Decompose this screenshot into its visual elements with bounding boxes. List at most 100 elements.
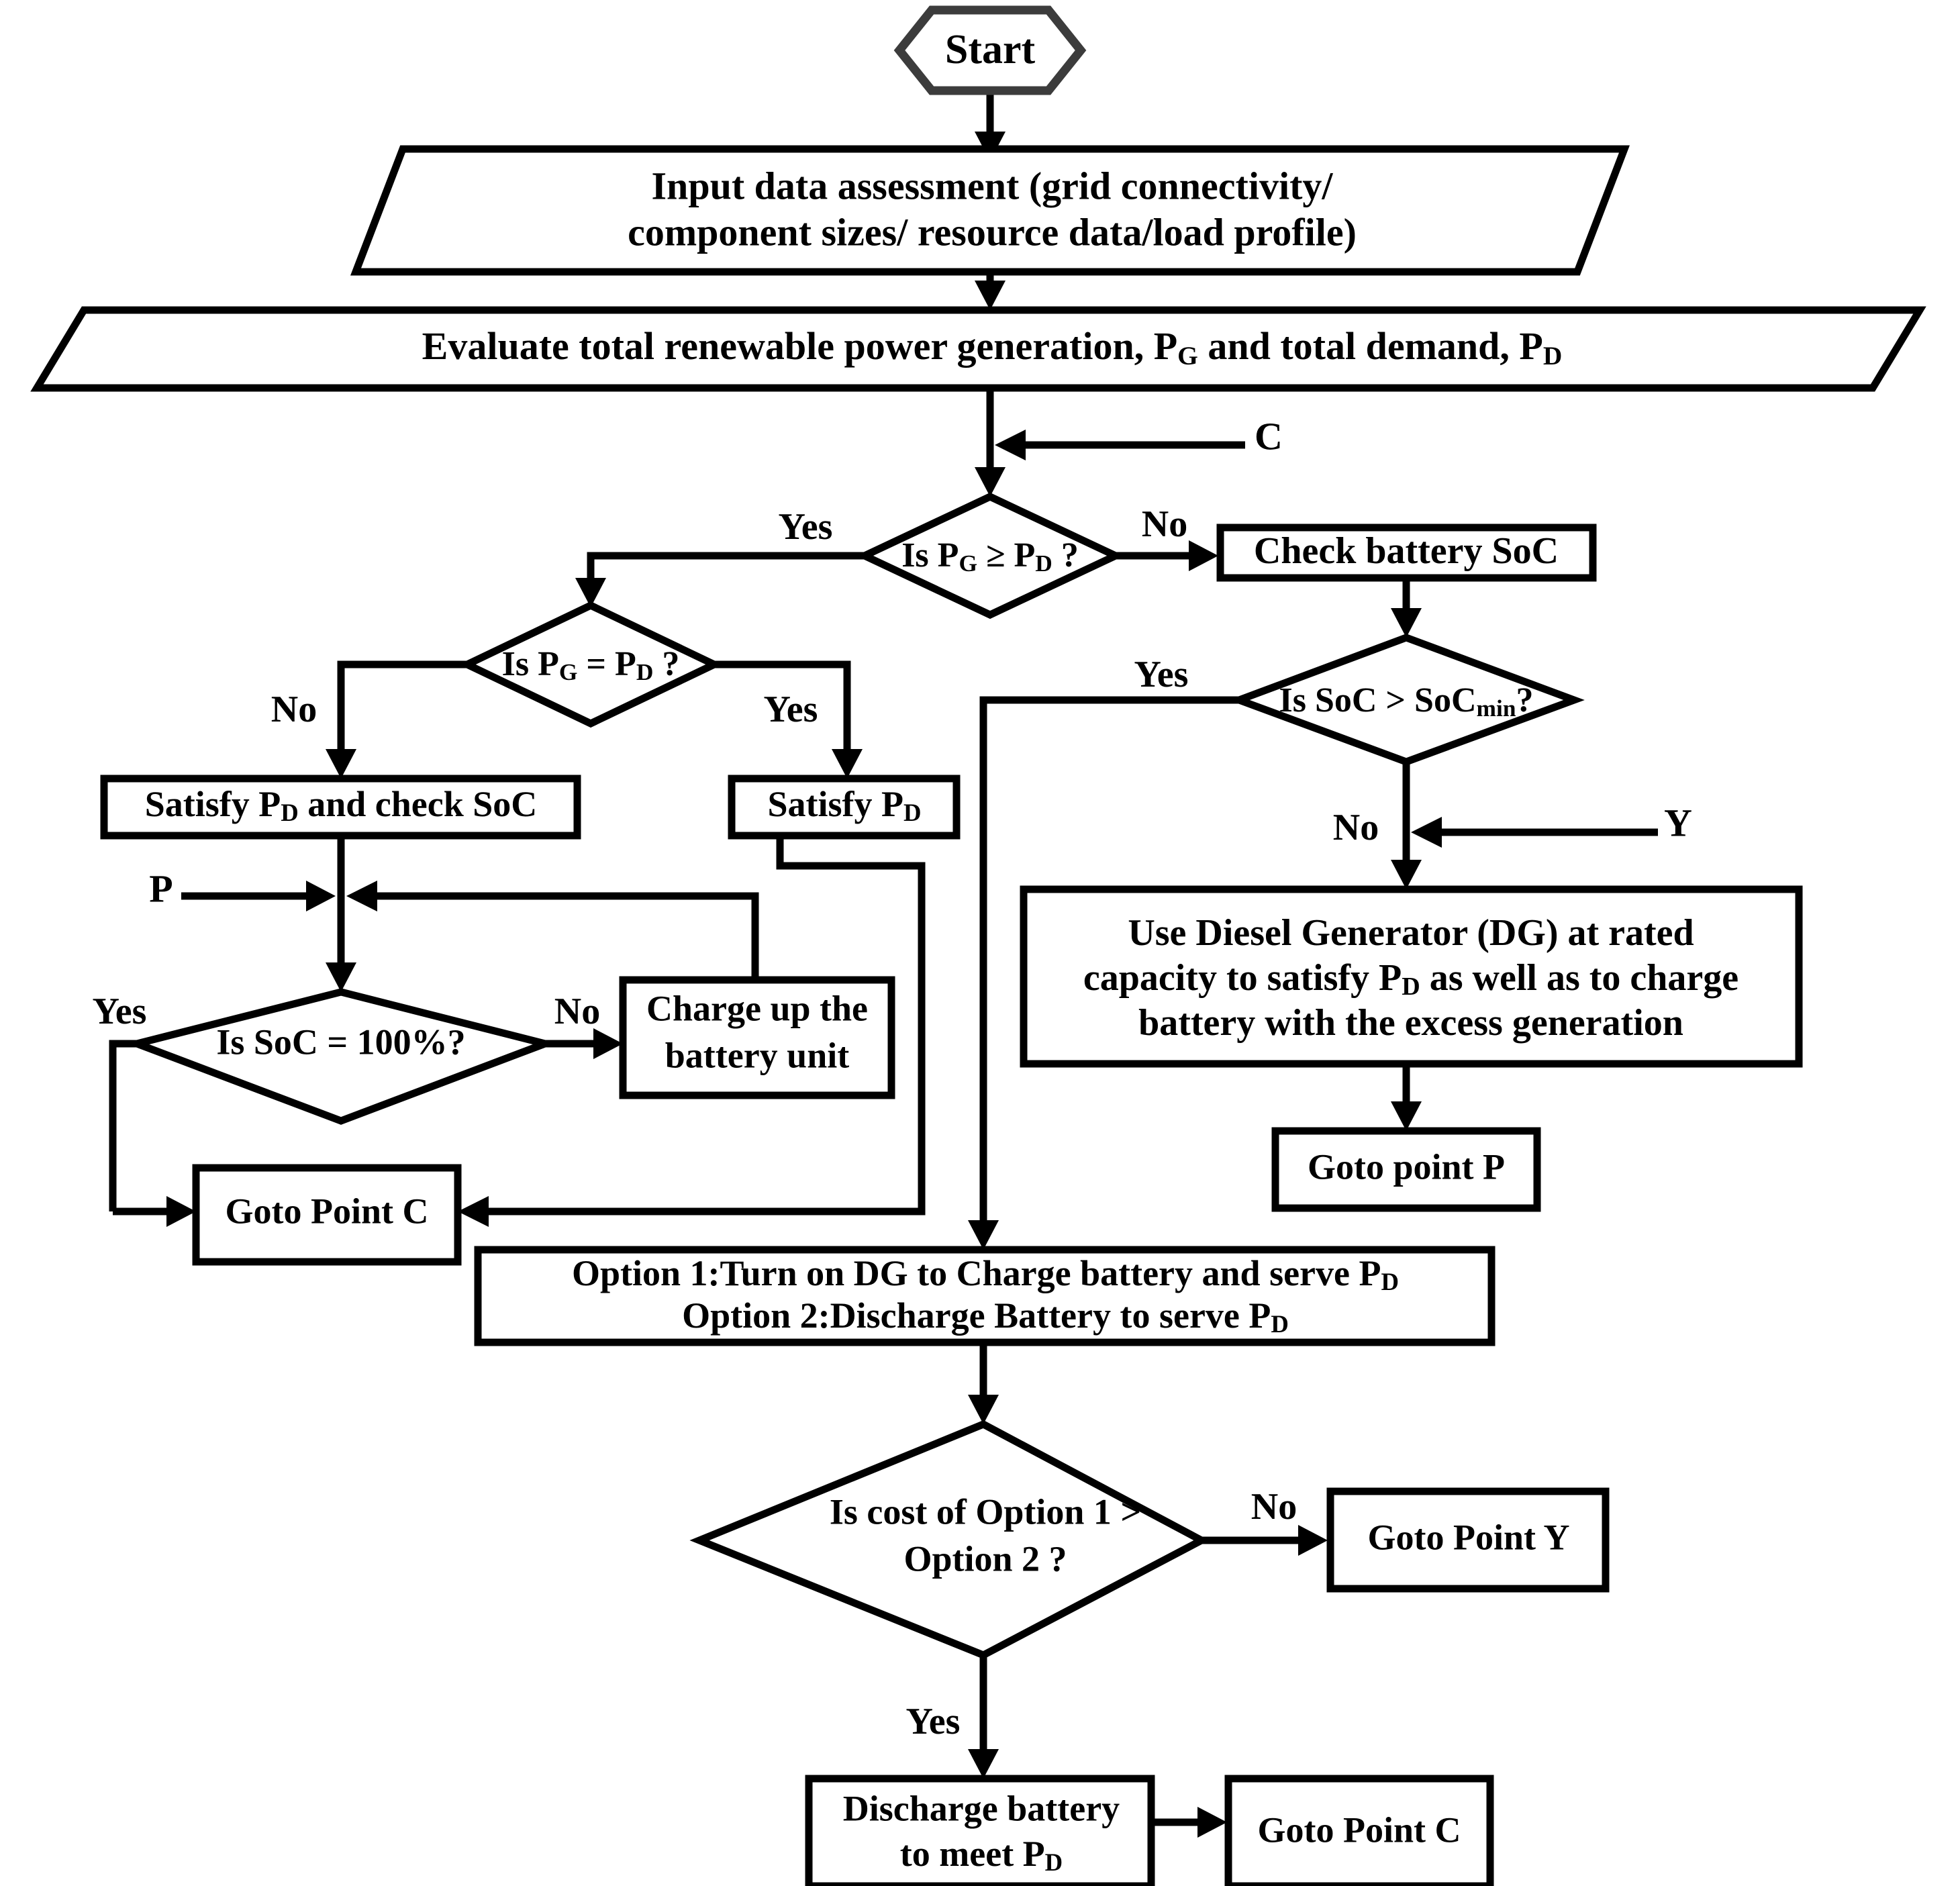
evaluate-parallelogram (30, 306, 1926, 392)
arrowhead-decsocmin-no (1391, 860, 1422, 889)
node-check-battery-soc[interactable]: Check battery SoC (1216, 524, 1597, 582)
check-battery-soc-label: Check battery SoC (1254, 530, 1559, 572)
node-input-data[interactable]: Input data assessment (grid connectivity… (350, 145, 1630, 276)
node-satisfy-pd[interactable]: Satisfy PD (728, 775, 961, 840)
input-data-line1: Input data assessment (grid connectivity… (651, 164, 1333, 207)
charge-battery-rect (619, 976, 895, 1099)
use-dg-line2-a: capacity to satisfy P (1083, 957, 1402, 999)
node-discharge-battery[interactable]: Discharge battery to meet PD (805, 1775, 1155, 1886)
edge-chargebattery-to-junction (366, 892, 759, 980)
edge-label-soc100-yes: Yes (93, 991, 147, 1032)
node-decision-cost[interactable]: Is cost of Option 1 > Option 2 ? (689, 1420, 1210, 1660)
node-evaluate[interactable]: Evaluate total renewable power generatio… (30, 306, 1926, 392)
discharge-battery-rect (805, 1775, 1155, 1886)
satisfy-check-sub-a: D (281, 799, 299, 826)
arrowhead-options-to-deccost (968, 1395, 999, 1424)
discharge-battery-line1: Discharge battery (843, 1788, 1120, 1828)
connector-tag-p: P (149, 866, 173, 910)
edge-dec3-yes (109, 1040, 137, 1211)
edge-label-dec1-no: No (1142, 503, 1187, 545)
goto-point-y-rect (1326, 1487, 1610, 1593)
options-line1-sub: D (1381, 1268, 1399, 1295)
edge-label-cost-yes: Yes (906, 1701, 961, 1742)
options-line2: Option 2:Discharge Battery to serve PD (682, 1295, 1289, 1338)
edge-dec1-yes (587, 552, 865, 591)
arrowhead-deccost-no (1298, 1525, 1328, 1556)
arrowhead-decsocmin-yes (968, 1220, 999, 1250)
arrowhead-usedg-to-gotop (1391, 1101, 1422, 1131)
node-decision-soc-100[interactable]: Is SoC = 100%? (124, 988, 558, 1125)
dec2-sub-b: D (636, 658, 654, 685)
dec-socmin-text-b: ? (1516, 681, 1534, 719)
dec1-sub-a: G (959, 550, 977, 577)
input-data-parallelogram (350, 145, 1630, 276)
goto-point-c-bottom-label: Goto Point C (1258, 1809, 1461, 1850)
discharge-line2-sub: D (1045, 1848, 1063, 1876)
decision-soc-100-label: Is SoC = 100%? (216, 1022, 465, 1062)
dec1-text-c: ? (1052, 536, 1079, 575)
evaluate-sub-a: G (1177, 341, 1198, 370)
node-options[interactable]: Option 1:Turn on DG to Charge battery an… (474, 1246, 1496, 1346)
arrowhead-dec2-yes (832, 749, 863, 779)
arrowhead-y-connector (1411, 817, 1442, 848)
satisfy-pd-label: Satisfy PD (767, 784, 921, 826)
arrowhead-input-to-evaluate (975, 281, 1006, 310)
evaluate-text-a: Evaluate total renewable power generatio… (422, 324, 1177, 368)
discharge-battery-line2: to meet PD (900, 1834, 1063, 1876)
dec2-text-c: ? (653, 645, 679, 683)
options-line1: Option 1:Turn on DG to Charge battery an… (572, 1253, 1399, 1295)
satisfy-pd-check-soc-rect (100, 775, 581, 840)
decision-pg-eq-pd-diamond (458, 601, 723, 728)
arrowhead-discharge-to-gotoc (1197, 1807, 1227, 1838)
discharge-line2-a: to meet P (900, 1834, 1045, 1874)
decision-cost-line1: Is cost of Option 1 > (830, 1491, 1141, 1532)
use-dg-line3: battery with the excess generation (1138, 1002, 1683, 1044)
connector-tag-y: Y (1664, 801, 1692, 844)
decision-soc-min-diamond (1228, 634, 1585, 766)
edge-dec2-yes (714, 660, 851, 762)
connector-tag-c: C (1255, 414, 1283, 458)
arrowhead-deccost-yes (968, 1749, 999, 1779)
options-line2-sub: D (1271, 1310, 1289, 1338)
options-line1-a: Option 1:Turn on DG to Charge battery an… (572, 1253, 1381, 1293)
node-goto-point-p[interactable]: Goto point P (1271, 1127, 1541, 1212)
arrowhead-dec3-no (593, 1028, 623, 1059)
connector-lines (109, 91, 1658, 1838)
dec1-sub-b: D (1035, 550, 1052, 577)
goto-point-c-bottom-rect (1224, 1775, 1494, 1886)
satisfy-sub-a: D (903, 799, 922, 826)
node-decision-pg-ge-pd[interactable]: Is PG ≥ PD ? (856, 492, 1124, 619)
options-rect (474, 1246, 1496, 1346)
evaluate-sub-b: D (1543, 341, 1562, 370)
node-goto-point-c-bottom[interactable]: Goto Point C (1224, 1775, 1494, 1886)
use-dg-rect (1020, 885, 1803, 1068)
dec-socmin-text-a: Is SoC > SoC (1279, 681, 1476, 719)
node-use-diesel-generator[interactable]: Use Diesel Generator (DG) at rated capac… (1020, 885, 1803, 1068)
node-satisfy-pd-check-soc[interactable]: Satisfy PD and check SoC (100, 775, 581, 840)
node-start[interactable]: Start (893, 5, 1087, 95)
decision-cost-line2: Option 2 ? (903, 1538, 1067, 1579)
arrowhead-dec2-no (326, 749, 356, 779)
edge-label-dec2-no: No (271, 689, 317, 730)
node-goto-point-c-left[interactable]: Goto Point C (192, 1164, 462, 1266)
dec2-text-b: = P (577, 645, 636, 683)
node-goto-point-y[interactable]: Goto Point Y (1326, 1487, 1610, 1593)
edge-label-socmin-yes: Yes (1134, 654, 1189, 695)
charge-battery-line2: battery unit (665, 1035, 850, 1075)
use-dg-line1: Use Diesel Generator (DG) at rated (1128, 912, 1694, 954)
use-dg-line2: capacity to satisfy PD as well as to cha… (1083, 957, 1738, 1001)
dec1-text-a: Is P (901, 536, 959, 575)
use-dg-line2-b: as well as to charge (1420, 957, 1738, 999)
decision-cost-diamond (689, 1420, 1210, 1660)
dec2-text-a: Is P (502, 645, 559, 683)
options-line2-a: Option 2:Discharge Battery to serve P (682, 1295, 1271, 1336)
node-charge-battery[interactable]: Charge up the battery unit (619, 976, 895, 1099)
node-decision-pg-eq-pd[interactable]: Is PG = PD ? (458, 601, 723, 728)
input-data-line2: component sizes/ resource data/load prof… (628, 210, 1357, 254)
charge-battery-line1: Charge up the (646, 988, 868, 1028)
node-decision-soc-min[interactable]: Is SoC > SoCmin? (1228, 634, 1585, 766)
decision-soc-100-diamond (124, 988, 558, 1125)
edge-decsocmin-yes (979, 696, 1239, 1232)
dec-socmin-sub-a: min (1477, 695, 1516, 722)
